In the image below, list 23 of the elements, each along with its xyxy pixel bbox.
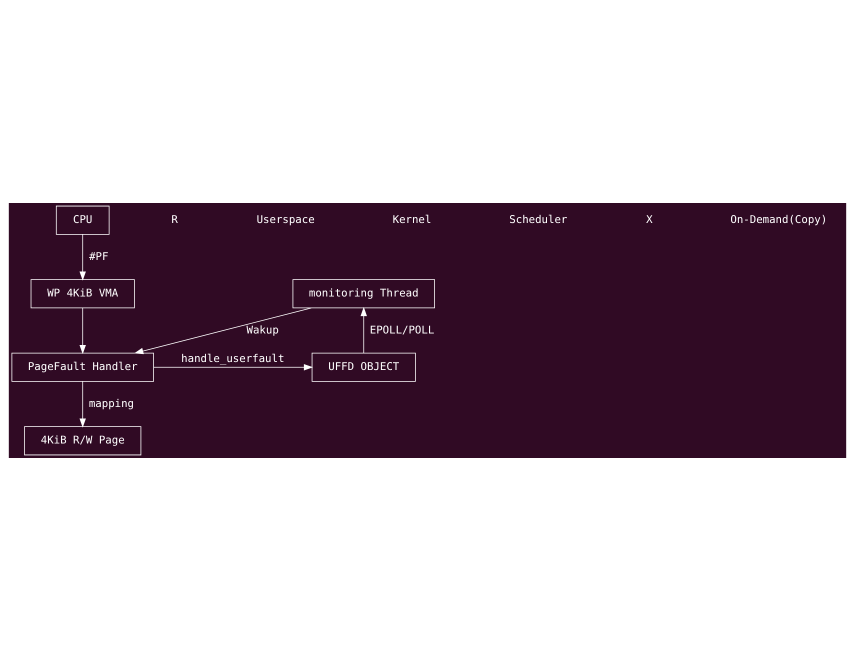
label: Kernel bbox=[392, 212, 432, 226]
edge-label: Wakup bbox=[246, 322, 279, 336]
node-box: 4KiB R/W Page bbox=[24, 426, 142, 455]
edge-label: #PF bbox=[89, 249, 108, 262]
edge-label: handle_userfault bbox=[181, 352, 284, 365]
node-box: WP 4KiB VMA bbox=[30, 278, 135, 308]
arrow bbox=[80, 234, 86, 280]
node-box: CPU bbox=[56, 205, 110, 234]
label: X bbox=[646, 212, 653, 226]
arrow bbox=[153, 364, 314, 370]
node-box: UFFD OBJECT bbox=[312, 352, 416, 382]
edge-label: EPOLL/POLL bbox=[370, 322, 434, 336]
node-box: monitoring Thread bbox=[292, 278, 435, 308]
label: Scheduler bbox=[509, 212, 568, 226]
arrow bbox=[134, 307, 312, 354]
label: Userspace bbox=[256, 212, 315, 226]
arrow bbox=[80, 307, 86, 354]
arrow bbox=[360, 306, 367, 353]
label: R bbox=[171, 212, 178, 226]
edge-label: mapping bbox=[88, 396, 134, 410]
label: On-Demand(Copy) bbox=[730, 212, 828, 226]
arrow bbox=[80, 380, 86, 428]
node-box: PageFault Handler bbox=[12, 352, 154, 382]
